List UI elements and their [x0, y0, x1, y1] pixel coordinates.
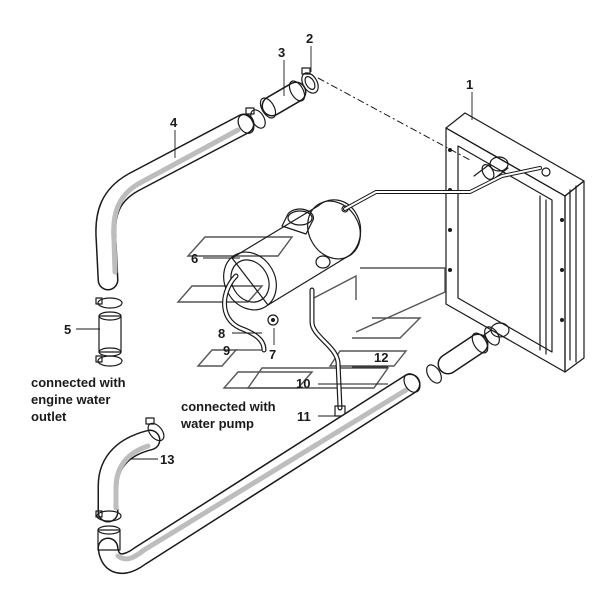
callout-6: 6	[191, 251, 198, 266]
callout-12: 12	[374, 350, 388, 365]
note-engine-water-outlet: connected with engine water outlet	[31, 375, 126, 424]
callout-1: 1	[466, 77, 473, 92]
hose-radiator-upper	[481, 164, 495, 180]
hose-upper	[95, 113, 255, 291]
note-pump-line-2: water pump	[180, 416, 254, 431]
connection-dashline	[317, 77, 471, 161]
callout-13: 13	[160, 452, 174, 467]
clamp-lower-13	[145, 417, 165, 442]
callout-11: 11	[297, 409, 311, 424]
hose-radiator-lower	[426, 326, 500, 384]
callout-10: 10	[296, 376, 310, 391]
drain-pipe	[309, 287, 346, 425]
clamp-upper-1	[245, 107, 266, 129]
note-engine-line-3: outlet	[31, 409, 67, 424]
callout-2: 2	[306, 31, 313, 46]
callout-5: 5	[64, 322, 71, 337]
callout-4: 4	[170, 115, 178, 130]
hose-short-3	[259, 80, 307, 119]
callout-7: 7	[269, 347, 276, 362]
mounting-bracket-outline	[176, 236, 446, 389]
overflow-pipe	[222, 273, 279, 353]
callouts: 1 2 3 4 5 6 7 8 9 10 11 12 13	[64, 31, 473, 467]
note-pump-line-1: connected with	[181, 399, 276, 414]
leader-lines	[76, 46, 473, 460]
note-water-pump: connected with water pump	[180, 399, 276, 431]
note-engine-line-2: engine water	[31, 392, 110, 407]
hose-short-5	[95, 297, 123, 367]
expansion-tank	[223, 166, 542, 311]
radiator	[445, 112, 585, 373]
callout-8: 8	[218, 326, 225, 341]
callout-9: 9	[223, 343, 230, 358]
clamp-2	[301, 67, 319, 94]
hose-lower	[95, 373, 421, 574]
note-engine-line-1: connected with	[31, 375, 126, 390]
callout-3: 3	[278, 45, 285, 60]
